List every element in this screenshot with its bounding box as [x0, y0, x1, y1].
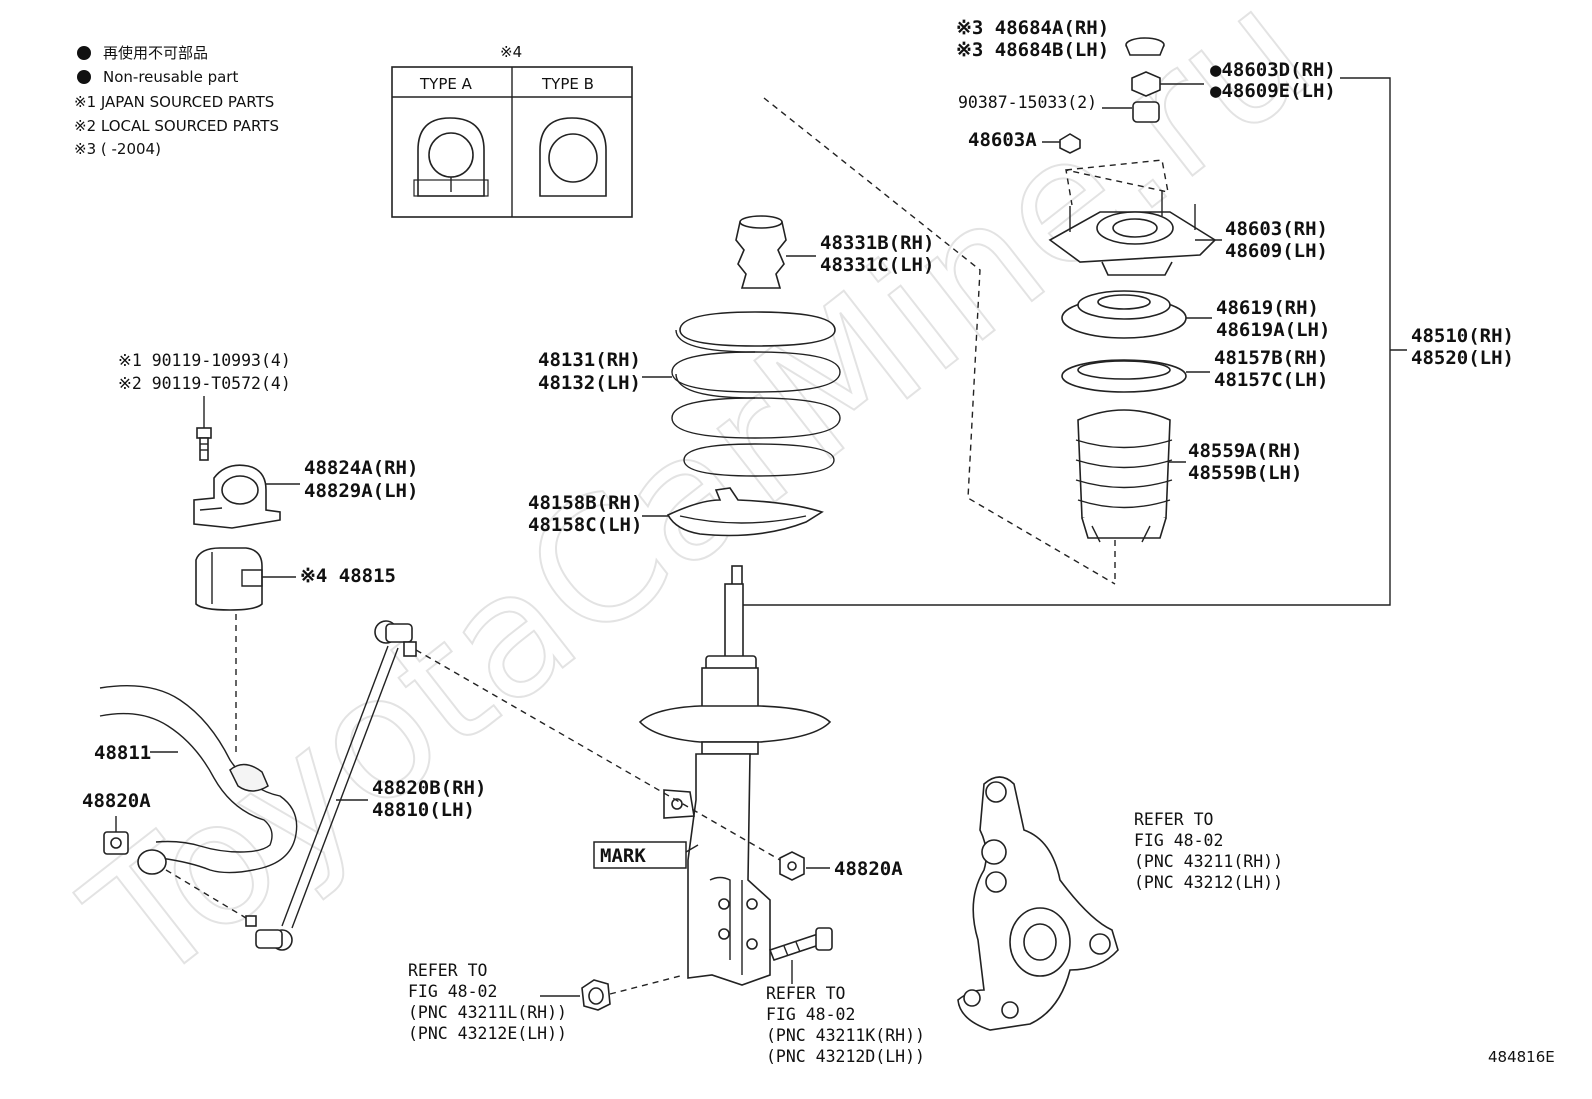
- steering-knuckle-icon: [957, 776, 1119, 1031]
- upper-mount-parts: ※3 48684A(RH) ※3 48684B(LH) ●48603D(RH) …: [740, 17, 1514, 606]
- stabilizer-nut-left-icon: [103, 831, 129, 855]
- label-assy-lh: 48520(LH): [1411, 347, 1514, 369]
- nut-ref-line-4: (PNC 43212E(LH)): [408, 1024, 567, 1043]
- knuckle-reference: REFER TO FIG 48-02 (PNC 43211(RH)) (PNC …: [1134, 810, 1283, 892]
- stabilizer-bracket-icon: [193, 464, 281, 529]
- nut-reference: REFER TO FIG 48-02 (PNC 43211L(RH)) (PNC…: [408, 961, 567, 1043]
- knuckle-ref-line-1: REFER TO: [1134, 810, 1213, 829]
- bolt-reference: REFER TO FIG 48-02 (PNC 43211K(RH)) (PNC…: [766, 984, 925, 1066]
- label-insulator-rh: 48158B(RH): [528, 492, 642, 514]
- label-cap-lh: ※3 48684B(LH): [956, 39, 1109, 61]
- type-b-label: TYPE B: [541, 75, 594, 93]
- bearing-icon: [1061, 290, 1187, 339]
- label-spring-lh: 48132(LH): [538, 372, 641, 394]
- label-seat-rh: 48157B(RH): [1214, 347, 1328, 369]
- label-boot-lh: 48559B(LH): [1188, 462, 1302, 484]
- label-spring-rh: 48131(RH): [538, 349, 641, 371]
- label-bumper-lh: 48331C(LH): [820, 254, 934, 276]
- label-bolt-jp: ※1 90119-10993(4): [118, 351, 291, 370]
- knuckle-ref-line-2: FIG 48-02: [1134, 831, 1223, 850]
- label-mark: MARK: [600, 845, 646, 867]
- spring-insulator-icon: [666, 487, 824, 537]
- stabilizer-link-icon: [245, 620, 417, 951]
- label-bearing-rh: 48619(RH): [1216, 297, 1319, 319]
- knuckle-ref-line-4: (PNC 43212(LH)): [1134, 873, 1283, 892]
- label-bracket-rh: 48824A(RH): [304, 457, 418, 479]
- dust-boot-icon: [1075, 409, 1173, 543]
- nut-ref-line-2: FIG 48-02: [408, 982, 497, 1001]
- nut-ref-line-1: REFER TO: [408, 961, 487, 980]
- legend: 再使用不可部品 Non-reusable part ※1 JAPAN SOURC…: [74, 44, 279, 158]
- coil-spring-icon: [671, 311, 841, 477]
- bracket-bolt-icon: [196, 427, 212, 461]
- lock-nut-icon: [1131, 71, 1161, 97]
- bolt-ref-line-3: (PNC 43211K(RH)): [766, 1026, 925, 1045]
- label-link-rh: 48820B(RH): [372, 777, 486, 799]
- bushing-type-box: ※4 TYPE A TYPE B: [391, 43, 633, 218]
- knuckle-ref-line-3: (PNC 43211(RH)): [1134, 852, 1283, 871]
- bolt-ref-line-2: FIG 48-02: [766, 1005, 855, 1024]
- label-nut-lh: ●48609E(LH): [1210, 80, 1336, 102]
- stabilizer-nut-center-icon: [779, 851, 805, 881]
- label-bushing-48815: ※4 48815: [300, 565, 396, 587]
- bushing-type-b-icon: [539, 117, 607, 197]
- spring-seat-icon: [1061, 359, 1187, 393]
- bump-stopper-icon: [735, 215, 787, 289]
- legend-nonreusable-jp: 再使用不可部品: [103, 44, 208, 62]
- bolt-ref-line-4: (PNC 43212D(LH)): [766, 1047, 925, 1066]
- type-a-label: TYPE A: [419, 75, 473, 93]
- bushing-type-a-icon: [413, 117, 489, 197]
- label-bumper-rh: 48331B(RH): [820, 232, 934, 254]
- small-bushing-icon: [1132, 101, 1160, 123]
- stabilizer-bar-icon: [99, 685, 298, 875]
- label-bracket-lh: 48829A(LH): [304, 480, 418, 502]
- nut-ref-line-3: (PNC 43211L(RH)): [408, 1003, 567, 1022]
- label-mount-rh: 48603(RH): [1225, 218, 1328, 240]
- label-nut-center: 48820A: [834, 858, 903, 880]
- stabilizer-bushing-icon: [195, 547, 263, 611]
- type-box-mark: ※4: [500, 43, 522, 61]
- figure-id: 484816E: [1488, 1048, 1555, 1066]
- label-cap-rh: ※3 48684A(RH): [956, 17, 1109, 39]
- label-link-lh: 48810(LH): [372, 799, 475, 821]
- label-bearing-lh: 48619A(LH): [1216, 319, 1330, 341]
- label-nut-rh: ●48603D(RH): [1210, 59, 1336, 81]
- label-insulator-lh: 48158C(LH): [528, 514, 642, 536]
- flange-nut-icon: [1059, 133, 1081, 154]
- label-bushing-small: 90387-15033(2): [958, 93, 1097, 112]
- legend-nonreusable-en: Non-reusable part: [103, 68, 238, 86]
- label-bolt-local: ※2 90119-T0572(4): [118, 374, 291, 393]
- label-seat-lh: 48157C(LH): [1214, 369, 1328, 391]
- lower-bolt-icon: [768, 927, 833, 961]
- label-assy-rh: 48510(RH): [1411, 325, 1514, 347]
- legend-note-1: ※1 JAPAN SOURCED PARTS: [74, 93, 274, 111]
- shock-absorber-icon: [638, 565, 832, 986]
- label-stabilizer-bar: 48811: [94, 742, 151, 764]
- mark-box: [593, 841, 687, 869]
- legend-note-2: ※2 LOCAL SOURCED PARTS: [74, 117, 279, 135]
- bolt-ref-line-1: REFER TO: [766, 984, 845, 1003]
- nonreusable-dot-icon: [77, 70, 91, 84]
- nonreusable-dot-icon: [77, 46, 91, 60]
- label-mount-lh: 48609(LH): [1225, 240, 1328, 262]
- legend-note-3: ※3 ( -2004): [74, 140, 161, 158]
- label-boot-rh: 48559A(RH): [1188, 440, 1302, 462]
- lower-nut-icon: [581, 979, 611, 1011]
- label-nut-48603a: 48603A: [968, 129, 1037, 151]
- assembly-guide-line: [763, 97, 1116, 585]
- label-nut-left: 48820A: [82, 790, 151, 812]
